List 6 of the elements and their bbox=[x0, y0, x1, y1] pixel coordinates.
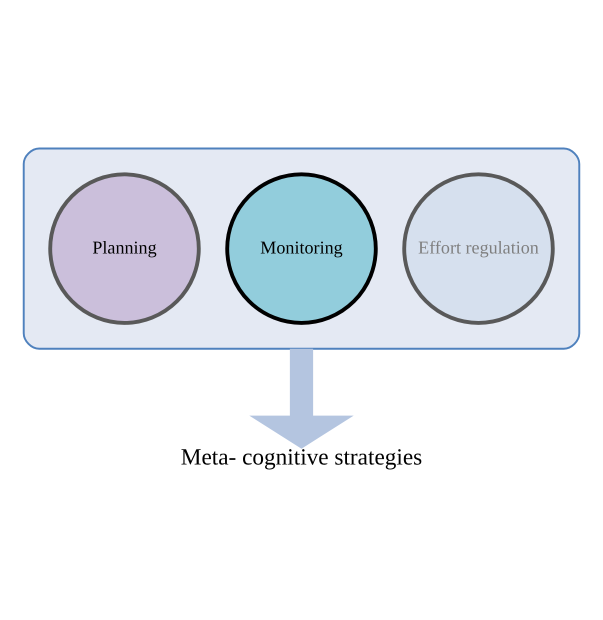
cluster bbox=[22, 148, 580, 350]
node-circle: Monitoring bbox=[225, 172, 378, 325]
node-circle: Planning bbox=[48, 172, 201, 325]
node-text: Meta- cognitive strategies bbox=[180, 444, 422, 470]
arrow bbox=[249, 348, 354, 449]
node-circle: Effort regulation bbox=[402, 172, 555, 325]
